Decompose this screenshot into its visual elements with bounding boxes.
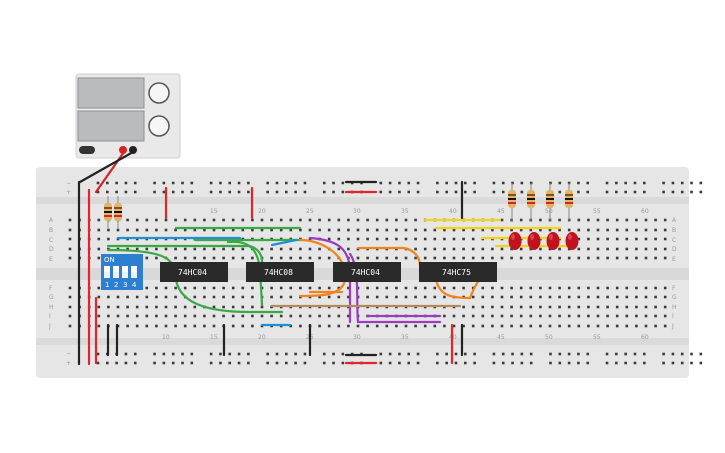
svg-text:I: I	[49, 313, 51, 320]
svg-text:20: 20	[258, 334, 266, 341]
svg-text:50: 50	[545, 208, 553, 215]
svg-text:74HC08: 74HC08	[264, 268, 293, 277]
current-knob[interactable]	[148, 115, 170, 137]
svg-text:30: 30	[353, 208, 361, 215]
rail-minus-bottom: −	[66, 350, 71, 357]
svg-text:60: 60	[641, 334, 649, 341]
led-3	[546, 232, 560, 250]
svg-text:1: 1	[105, 281, 109, 289]
chip-74hc04-a: 74HC04	[160, 262, 228, 282]
svg-text:45: 45	[497, 208, 505, 215]
column-numbers-top: 15 20 25 30 35 40 45 50 55 60	[210, 208, 649, 215]
row-labels-left: A B C D E F G H I J	[48, 217, 54, 330]
svg-text:G: G	[49, 294, 54, 301]
svg-text:I: I	[672, 313, 674, 320]
svg-text:50: 50	[545, 334, 553, 341]
svg-text:C: C	[672, 237, 676, 244]
svg-text:35: 35	[401, 334, 409, 341]
svg-text:E: E	[49, 256, 53, 263]
svg-text:74HC75: 74HC75	[442, 268, 471, 277]
led-array	[508, 183, 579, 250]
power-switch[interactable]	[79, 146, 95, 154]
svg-text:2: 2	[114, 281, 118, 289]
svg-text:10: 10	[162, 334, 170, 341]
led-2	[527, 232, 541, 250]
svg-text:H: H	[49, 304, 54, 311]
rail-plus-top: +	[66, 189, 71, 196]
svg-text:F: F	[49, 285, 53, 292]
rail-minus-top: −	[66, 180, 71, 187]
svg-text:55: 55	[593, 208, 601, 215]
chip-74hc04-b: 74HC04	[333, 262, 401, 282]
svg-text:30: 30	[353, 334, 361, 341]
svg-text:4: 4	[132, 281, 137, 289]
svg-text:40: 40	[449, 208, 457, 215]
svg-text:25: 25	[306, 208, 314, 215]
led-1	[508, 232, 522, 250]
power-wires	[77, 150, 464, 366]
chip-74hc08: 74HC08	[246, 262, 314, 282]
rail-plus-bottom: +	[66, 360, 71, 367]
svg-text:20: 20	[258, 208, 266, 215]
dip-switch[interactable]: ON 1 2 3 4	[101, 254, 143, 290]
svg-text:35: 35	[401, 208, 409, 215]
svg-text:J: J	[48, 323, 51, 330]
svg-text:74HC04: 74HC04	[351, 268, 380, 277]
svg-text:A: A	[672, 217, 677, 224]
dip-on-label: ON	[104, 256, 115, 264]
resistor-pair	[104, 196, 122, 228]
led-4	[565, 232, 579, 250]
svg-text:3: 3	[123, 281, 127, 289]
power-supply	[75, 73, 181, 159]
svg-text:60: 60	[641, 208, 649, 215]
svg-text:J: J	[671, 323, 674, 330]
svg-text:C: C	[49, 237, 53, 244]
svg-text:74HC04: 74HC04	[178, 268, 207, 277]
svg-text:F: F	[672, 285, 676, 292]
chip-74hc75: 74HC75	[419, 262, 497, 282]
svg-text:B: B	[672, 227, 676, 234]
svg-text:E: E	[672, 256, 676, 263]
svg-text:G: G	[672, 294, 677, 301]
svg-text:55: 55	[593, 334, 601, 341]
row-labels-right: A B C D E F G H I J	[671, 217, 677, 330]
svg-text:D: D	[672, 246, 677, 253]
svg-text:B: B	[49, 227, 53, 234]
svg-text:H: H	[672, 304, 677, 311]
svg-text:D: D	[49, 246, 54, 253]
svg-text:45: 45	[497, 334, 505, 341]
voltage-knob[interactable]	[148, 82, 170, 104]
svg-text:15: 15	[210, 208, 218, 215]
svg-text:A: A	[49, 217, 54, 224]
svg-text:15: 15	[210, 334, 218, 341]
